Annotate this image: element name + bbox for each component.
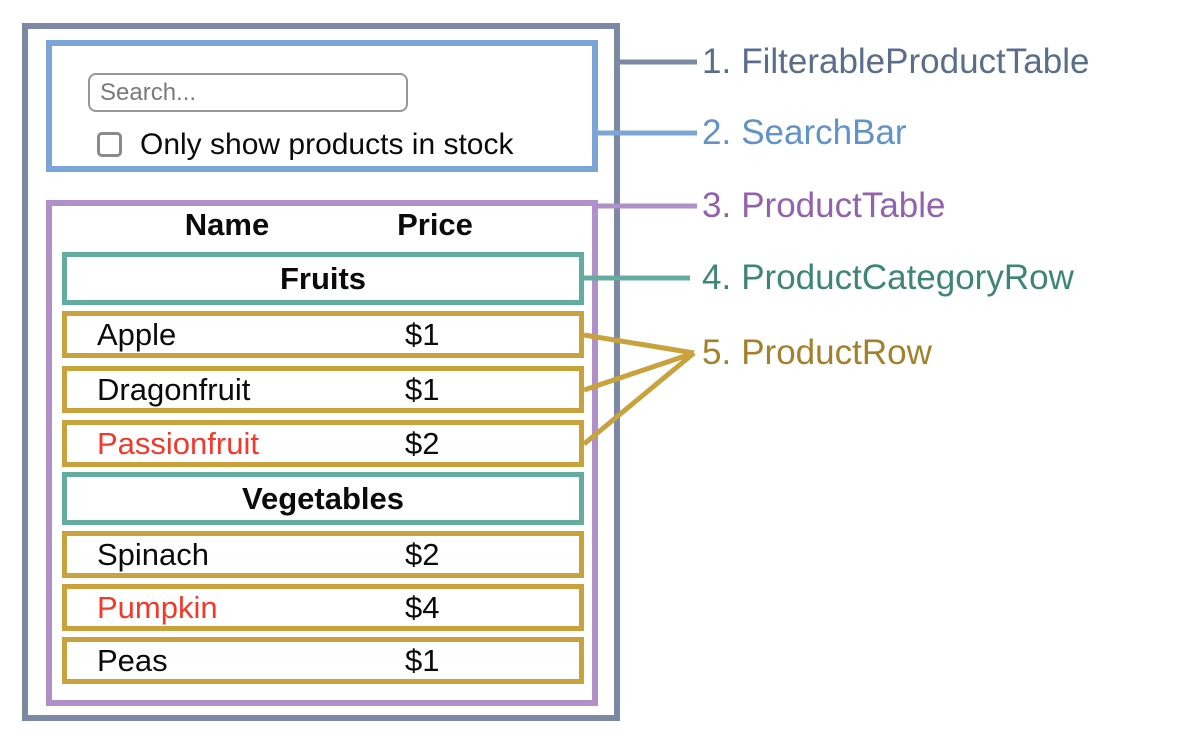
column-header-price: Price bbox=[397, 207, 473, 242]
search-input[interactable] bbox=[88, 73, 408, 112]
label-text: ProductRow bbox=[741, 333, 932, 372]
product-row: Pumpkin $4 bbox=[62, 584, 584, 631]
product-row: Peas $1 bbox=[62, 637, 584, 684]
product-table-box bbox=[46, 200, 598, 706]
label-number: 2. bbox=[702, 113, 732, 152]
label-number: 1. bbox=[702, 42, 732, 81]
product-name-out-of-stock: Passionfruit bbox=[97, 425, 259, 461]
product-price: $2 bbox=[405, 425, 440, 461]
label-product-category-row: 4. ProductCategoryRow bbox=[702, 256, 1074, 300]
category-label: Vegetables bbox=[242, 480, 404, 516]
product-price: $1 bbox=[405, 371, 440, 407]
only-in-stock-checkbox[interactable] bbox=[97, 132, 122, 157]
product-row: Passionfruit $2 bbox=[62, 420, 584, 467]
product-row: Apple $1 bbox=[62, 311, 584, 358]
label-text: SearchBar bbox=[741, 113, 907, 152]
product-row: Dragonfruit $1 bbox=[62, 366, 584, 413]
product-price: $2 bbox=[405, 536, 440, 572]
label-product-row: 5. ProductRow bbox=[702, 331, 932, 375]
category-row-vegetables: Vegetables bbox=[62, 472, 584, 525]
column-header-name: Name bbox=[184, 207, 270, 242]
label-filterable-product-table: 1. FilterableProductTable bbox=[702, 40, 1089, 84]
product-price: $1 bbox=[405, 316, 440, 352]
search-bar-box bbox=[46, 40, 598, 172]
product-price: $4 bbox=[405, 589, 440, 625]
label-text: ProductTable bbox=[741, 186, 946, 225]
label-number: 4. bbox=[702, 258, 732, 297]
category-label: Fruits bbox=[279, 260, 367, 296]
product-row: Spinach $2 bbox=[62, 531, 584, 578]
product-name: Peas bbox=[97, 642, 168, 678]
product-name: Dragonfruit bbox=[97, 371, 251, 407]
product-name: Apple bbox=[97, 316, 177, 352]
product-price: $1 bbox=[405, 642, 440, 678]
stock-filter-row: Only show products in stock bbox=[97, 128, 514, 161]
label-product-table: 3. ProductTable bbox=[702, 184, 946, 228]
label-number: 5. bbox=[702, 333, 732, 372]
label-text: FilterableProductTable bbox=[741, 42, 1090, 81]
label-number: 3. bbox=[702, 186, 732, 225]
label-search-bar: 2. SearchBar bbox=[702, 111, 907, 155]
category-row-fruits: Fruits bbox=[62, 252, 584, 305]
label-text: ProductCategoryRow bbox=[741, 258, 1074, 297]
product-name-out-of-stock: Pumpkin bbox=[97, 589, 218, 625]
product-name: Spinach bbox=[97, 536, 210, 572]
only-in-stock-label: Only show products in stock bbox=[140, 127, 514, 161]
